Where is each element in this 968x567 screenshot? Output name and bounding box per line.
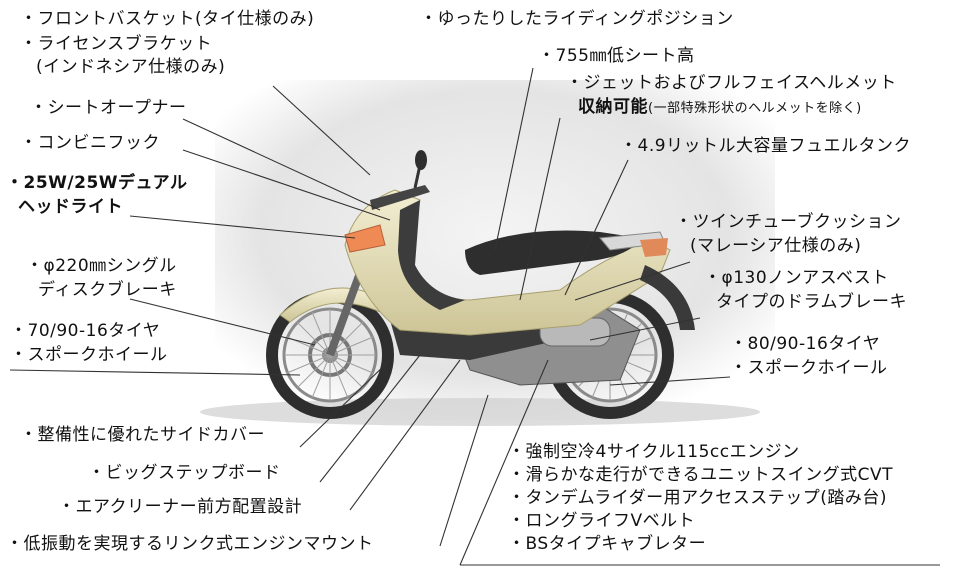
step-board-label: ・ビッグステップボード	[88, 463, 281, 483]
rear-tire-label: ・80/90-16タイヤ	[730, 334, 881, 354]
front-tire-label: ・70/90-16タイヤ	[10, 321, 161, 341]
front-basket-label: ・フロントバスケット(タイ仕様のみ)	[20, 9, 315, 29]
air-cleaner-label: ・エアクリーナー前方配置設計	[58, 497, 303, 517]
license-bracket-note: (インドネシア仕様のみ)	[36, 57, 226, 77]
license-bracket-label: ・ライセンスブラケット	[20, 34, 213, 54]
leg-shield	[398, 200, 465, 310]
helmet-label-line2: 収納可能	[578, 97, 648, 117]
side-cover-label: ・整備性に優れたサイドカバー	[20, 425, 265, 445]
helmet-label-line2-wrap: 収納可能(一部特殊形状のヘルメットを除く)	[578, 96, 862, 120]
tail-light	[640, 238, 668, 257]
helmet-note: (一部特殊形状のヘルメットを除く)	[648, 101, 862, 116]
front-disc-label-line1: ・φ220㎜シングル	[26, 256, 177, 276]
seat-height-label: ・755㎜低シート高	[538, 46, 695, 66]
ground-shadow	[200, 398, 760, 426]
engine-list-item: ・ロングライフVベルト	[508, 511, 696, 531]
convenience-hook-label: ・コンビニフック	[20, 133, 160, 153]
headlight	[344, 224, 386, 253]
rear-cushion-label-line2: (マレーシア仕様のみ)	[690, 236, 862, 256]
mirror	[415, 150, 427, 170]
rear-brake-label-line2: タイプのドラムブレーキ	[716, 292, 907, 312]
front-wheel-label: ・スポークホイール	[10, 345, 168, 365]
engine-list-item: ・滑らかな走行ができるユニットスイング式CVT	[508, 465, 894, 485]
leader-lines	[9, 67, 940, 566]
headlight-label-line2: ヘッドライト	[18, 197, 123, 217]
riding-position-label: ・ゆったりしたライディングポジション	[420, 9, 734, 29]
rear-wheel-label: ・スポークホイール	[730, 358, 888, 378]
seat	[465, 230, 640, 275]
headlight-label-line1: ・25W/25Wデュアル	[6, 173, 188, 193]
engine-list-item: ・強制空冷4サイクル115ccエンジン	[508, 442, 800, 462]
engine-mount-label: ・低振動を実現するリンク式エンジンマウント	[6, 534, 374, 554]
engine-list-item: ・タンデムライダー用アクセスステップ(踏み台)	[508, 488, 888, 508]
fuel-tank-label: ・4.9リットル大容量フュエルタンク	[620, 136, 912, 156]
front-disc-label-line2: ディスクブレーキ	[38, 280, 177, 300]
rear-cushion-label-line1: ・ツインチューブクッション	[675, 212, 902, 232]
helmet-label-line1: ・ジェットおよびフルフェイスヘルメット	[566, 73, 897, 93]
rear-fender	[640, 265, 695, 330]
handlebar	[370, 185, 430, 210]
engine-list-item: ・BSタイプキャブレター	[508, 534, 707, 554]
rear-brake-label-line1: ・φ130ノンアスベスト	[704, 268, 889, 288]
seat-opener-label: ・シートオープナー	[30, 98, 187, 118]
